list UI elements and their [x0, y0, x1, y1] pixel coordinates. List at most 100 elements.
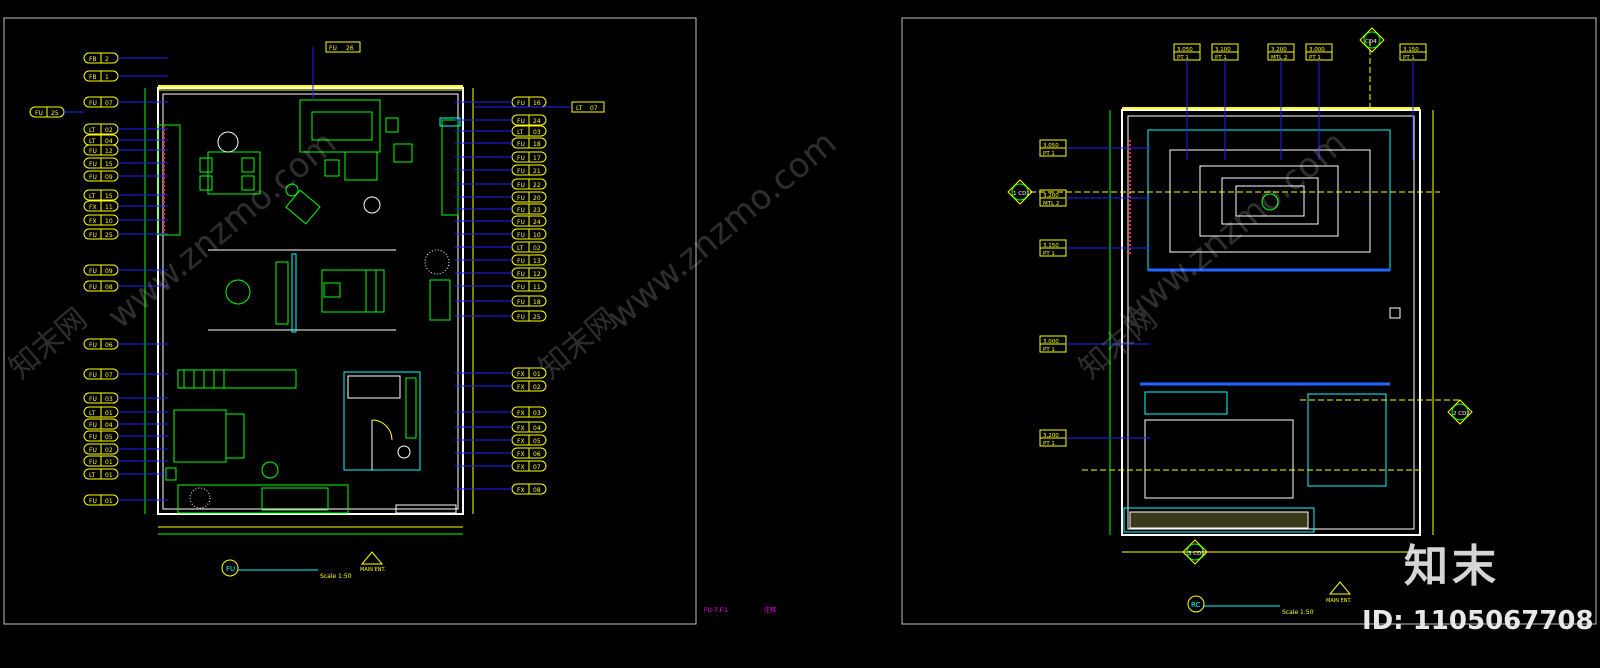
- tag-code: FX: [517, 371, 525, 378]
- section-marker[interactable]: 2 CD2: [1447, 399, 1473, 425]
- tag-code: FX: [517, 464, 525, 471]
- tag-code: LT: [89, 410, 96, 417]
- watermark-url: www.znzmo.com: [600, 123, 844, 337]
- tag-number: 07: [105, 372, 113, 379]
- marker-diamond: [1447, 399, 1473, 425]
- tag-code: FX: [517, 451, 525, 458]
- tag-code: FU: [517, 284, 525, 291]
- lamp: [217, 131, 239, 153]
- daybed: [261, 487, 329, 511]
- chandelier: [1261, 193, 1279, 211]
- side-table: [324, 159, 340, 177]
- tag-number: 01: [105, 410, 113, 417]
- image-id: ID: 1105067708: [1362, 606, 1594, 636]
- tag-number: 01: [105, 498, 113, 505]
- ceiling-level-tag[interactable]: 3.000 PT 1: [1039, 335, 1150, 353]
- ceiling-material: PT 1: [1043, 347, 1055, 353]
- ceiling-height: 3.000: [1043, 339, 1059, 345]
- tag-number: 03: [105, 396, 113, 403]
- ceiling-material: PT 1: [1309, 55, 1321, 61]
- bedhead-panel: [1144, 391, 1228, 415]
- material-tag[interactable]: LT 01: [83, 406, 168, 418]
- tag-code: FU: [517, 219, 525, 226]
- tag-number: 18: [533, 299, 541, 306]
- section-marker[interactable]: 3 CD3: [1182, 539, 1208, 565]
- door-swing: [371, 419, 393, 441]
- section-marker[interactable]: 1 CD1: [1007, 179, 1033, 205]
- tag-code: LT: [89, 472, 96, 479]
- lamp-table: [385, 117, 399, 133]
- tag-number: 08: [533, 487, 541, 494]
- bathroom: [343, 371, 421, 471]
- title-symbol: FU: [226, 565, 235, 573]
- ac-unit: [439, 117, 461, 127]
- section-marker[interactable]: CD4: [1359, 27, 1385, 53]
- tag-code: FU: [517, 195, 525, 202]
- tag-code: FB: [89, 56, 97, 63]
- tag-code: FU: [89, 148, 97, 155]
- tag-code: FU: [517, 232, 525, 239]
- sheet-frame-right: [901, 17, 1597, 625]
